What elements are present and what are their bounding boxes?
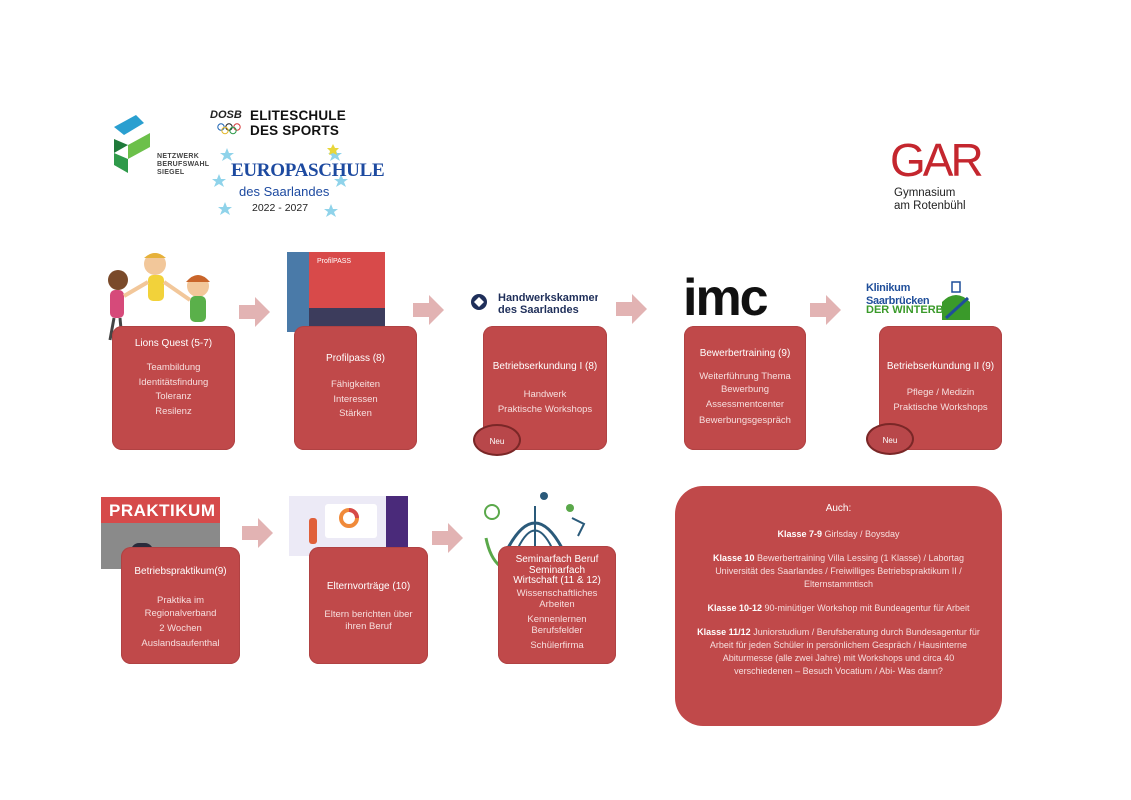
box-title-line: Wirtschaft (11 & 12) xyxy=(513,575,601,586)
seminarfach-box: Seminarfach Beruf Seminarfach Wirtschaft… xyxy=(498,546,616,664)
handwerkskammer-line: des Saarlandes xyxy=(498,304,579,316)
box-item: Eltern berichten über xyxy=(324,609,413,620)
box-item: Identitätsfindung xyxy=(138,376,209,388)
box-item: Assessmentcenter xyxy=(705,399,785,410)
grade-text: Juniorstudium / Berufsberatung durch Bun… xyxy=(709,627,980,676)
box-item: ihren Beruf xyxy=(345,621,392,632)
betriebspraktikum-box: Betriebspraktikum(9) Praktika im Regiona… xyxy=(121,547,240,664)
box-item: Kennenlernen xyxy=(527,613,587,625)
box-item: Regionalverband xyxy=(144,608,217,619)
box-item: Toleranz xyxy=(155,391,192,402)
grade-label: Klasse 7-9 xyxy=(777,529,822,539)
arrow-right-icon xyxy=(810,295,841,325)
grade-text: Girlsday / Boysday xyxy=(822,529,900,539)
box-item: Bewerbungsgespräch xyxy=(699,414,791,426)
profilpass-cover-title: ProfilPASS xyxy=(317,258,352,265)
arrow-right-icon xyxy=(239,297,270,327)
grade-label: Klasse 10-12 xyxy=(707,603,763,613)
box-item: Praktika im xyxy=(157,595,204,606)
europaschule-years: 2022 - 2027 xyxy=(252,202,309,214)
box-item: Auslandsaufenthal xyxy=(141,638,220,649)
grade-label: Klasse 10 xyxy=(713,553,755,563)
additional-offers-title: Auch: xyxy=(825,503,852,514)
box-item: Resilenz xyxy=(155,405,192,417)
box-title: Lions Quest (5-7) xyxy=(134,338,213,349)
netzwerk-logo-line: SIEGEL xyxy=(157,169,185,176)
grade-label: Klasse 11/12 xyxy=(697,627,751,637)
box-item: Berufsfelder xyxy=(531,625,583,636)
box-item: Praktische Workshops xyxy=(497,403,593,415)
dosb-logo: DOSB xyxy=(210,109,242,121)
box-title: Profilpass (8) xyxy=(326,353,385,364)
klinikum-building-icon xyxy=(942,281,970,320)
grade-text: Bewerbertraining Villa Lessing (1 Klasse… xyxy=(715,553,964,589)
europaschule-subtitle: des Saarlandes xyxy=(239,184,330,199)
neu-badge: Neu xyxy=(866,423,914,455)
box-item: Interessen xyxy=(333,393,378,405)
gar-subtitle-line: am Rotenbühl xyxy=(894,200,966,212)
betriebserkundung-2-box: Betriebserkundung II (9) Pflege / Medizi… xyxy=(879,326,1002,450)
netzwerk-berufswahl-siegel-logo: NETZWERK BERUFSWAHL SIEGEL xyxy=(110,113,210,183)
box-item: Fähigkeiten xyxy=(330,379,381,390)
box-item: Bewerbung xyxy=(720,383,770,395)
box-item: Praktische Workshops xyxy=(893,401,988,413)
klinikum-line: Klinikum Saarbrücken xyxy=(866,282,930,307)
profilpass-box: Profilpass (8) Fähigkeiten Interessen St… xyxy=(294,326,417,450)
handwerkskammer-line: Handwerkskammer xyxy=(498,292,598,304)
box-title: Elternvorträge (10) xyxy=(326,581,411,592)
box-item: Pflege / Medizin xyxy=(906,387,975,398)
betriebserkundung-1-box: Betriebserkundung I (8) Handwerk Praktis… xyxy=(483,326,607,450)
additional-offers-box: Auch: Klasse 7-9 Girlsday / Boysday Klas… xyxy=(675,486,1002,726)
gar-school-logo: GAR Gymnasium am Rotenbühl xyxy=(890,137,1000,217)
netzwerk-logo-icon xyxy=(114,115,150,173)
pie-chart-icon xyxy=(339,508,359,528)
elternvortraege-box: Elternvorträge (10) Eltern berichten übe… xyxy=(309,547,428,664)
box-item: Handwerk xyxy=(523,389,567,400)
eliteschule-des-sports-logo: DOSB ELITESCHULE DES SPORTS xyxy=(210,108,346,140)
box-title-line: Seminarfach Beruf xyxy=(515,554,599,565)
arrow-right-icon xyxy=(413,295,444,325)
eliteschule-line: ELITESCHULE xyxy=(250,108,346,123)
presentation-illustration xyxy=(289,496,408,556)
box-title: Betriebspraktikum(9) xyxy=(134,566,227,577)
box-title: Betriebserkundung I (8) xyxy=(492,361,598,372)
imc-logo: imc xyxy=(683,269,769,327)
profilpass-cover-image: ProfilPASS xyxy=(287,252,385,332)
box-item: 2 Wochen xyxy=(159,623,202,634)
box-item: Weiterführung Thema xyxy=(699,371,791,382)
box-title: Betriebserkundung II (9) xyxy=(886,361,995,372)
olympic-rings-icon xyxy=(217,123,241,135)
gar-logo-letters: GAR xyxy=(890,134,984,186)
arrow-right-icon xyxy=(616,294,647,324)
netzwerk-logo-line: BERUFSWAHL xyxy=(157,161,210,168)
grade-text: 90-minütiger Workshop mit Bundeagentur f… xyxy=(762,603,970,613)
europaschule-logo: EUROPASCHULE des Saarlandes 2022 - 2027 xyxy=(207,142,385,224)
lions-quest-box: Lions Quest (5-7) Teambildung Identitäts… xyxy=(112,326,235,450)
handwerkskammer-icon xyxy=(471,294,487,310)
bewerbertraining-box: Bewerbertraining (9) Weiterführung Thema… xyxy=(684,326,806,450)
arrow-right-icon xyxy=(242,518,273,548)
europe-stars-icon xyxy=(212,144,348,217)
neu-badge: Neu xyxy=(473,424,521,456)
netzwerk-logo-line: NETZWERK xyxy=(157,153,200,160)
handwerkskammer-logo: Handwerkskammer des Saarlandes xyxy=(468,290,598,320)
arrow-right-icon xyxy=(432,523,463,553)
box-item: Wissenschaftliches xyxy=(516,587,598,599)
box-item: Schülerfirma xyxy=(530,639,584,651)
box-title-line: Seminarfach xyxy=(528,564,586,576)
box-item: Arbeiten xyxy=(539,599,575,610)
box-item: Teambildung xyxy=(146,362,201,373)
praktikum-banner-text: PRAKTIKUM xyxy=(109,501,216,520)
klinikum-saarbruecken-logo: Klinikum Saarbrücken DER WINTERBERG xyxy=(866,278,976,324)
eliteschule-line: DES SPORTS xyxy=(250,123,340,138)
box-title: Bewerbertraining (9) xyxy=(699,348,791,359)
children-illustration xyxy=(100,250,220,345)
europaschule-title: EUROPASCHULE xyxy=(231,160,385,181)
box-item: Stärken xyxy=(339,408,372,419)
children-holding-hands-icon xyxy=(108,253,210,341)
gar-subtitle-line: Gymnasium xyxy=(894,187,956,199)
